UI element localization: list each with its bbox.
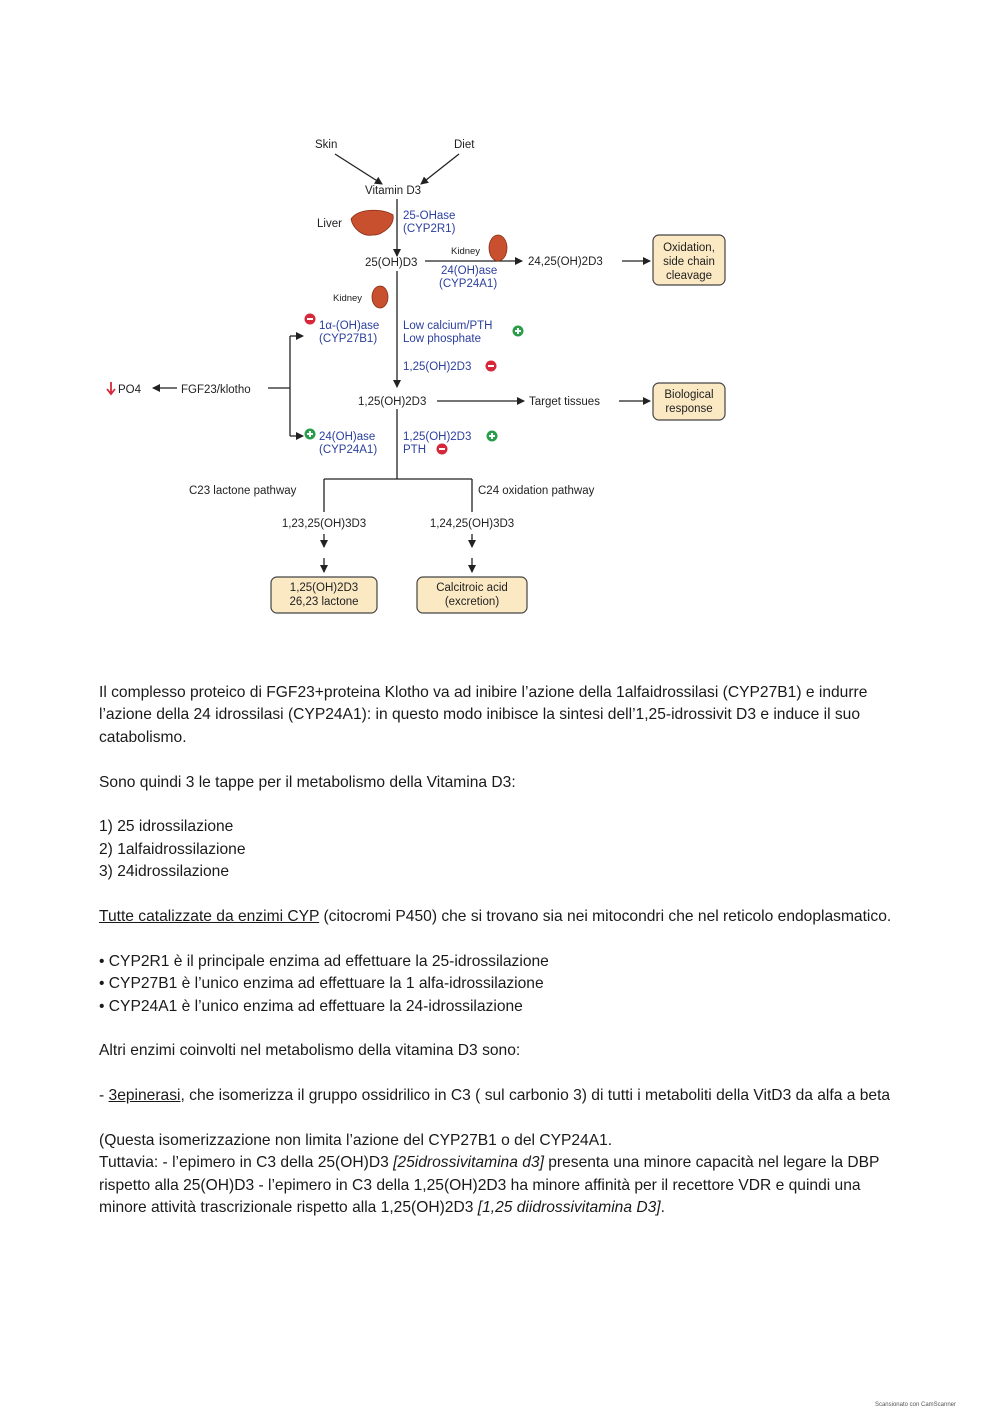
vitamin-d3-label: Vitamin D3	[365, 185, 421, 197]
calcitroic-line-1: Calcitroic acid	[436, 582, 508, 594]
paragraph-steps-intro: Sono quindi 3 le tappe per il metabolism…	[99, 773, 516, 791]
ohase25-label: 25-OHase	[403, 210, 455, 222]
bullet-item: • CYP2R1 è il principale enzima ad effet…	[99, 952, 549, 970]
c24-pathway-label: C24 oxidation pathway	[478, 485, 595, 497]
paragraph-epimer-details: Tuttavia: - l’epimero in C3 della 25(OH)…	[99, 1152, 899, 1219]
ohase1a-label: 1α-(OH)ase	[319, 320, 379, 332]
po4-label: PO4	[118, 384, 142, 396]
kidney-mid-label: Kidney	[333, 293, 362, 304]
fgf23-label: FGF23/klotho	[181, 384, 251, 396]
step-item: 2) 1alfaidrossilazione	[99, 840, 246, 858]
oxidation-line-3: cleavage	[666, 270, 712, 282]
d3-2425-label: 24,25(OH)2D3	[528, 256, 603, 268]
d3-12425-label: 1,24,25(OH)3D3	[430, 518, 514, 530]
cyp24a1-top-label: (CYP24A1)	[439, 278, 497, 290]
oxidation-box	[652, 234, 726, 286]
liver-label: Liver	[317, 218, 342, 230]
biological-response-box	[652, 382, 726, 421]
step-item: 3) 24idrossilazione	[99, 863, 230, 881]
epimer-end: .	[660, 1199, 665, 1217]
target-tissues-label: Target tissues	[529, 396, 600, 408]
lactone-box	[270, 576, 378, 614]
lactone-line-2: 26,23 lactone	[289, 596, 358, 608]
epimer-italic-1: [25idrossivitamina d3]	[393, 1154, 544, 1172]
kidney-top-label: Kidney	[451, 246, 480, 257]
cyp24a1-bottom-label: (CYP24A1)	[319, 444, 377, 456]
low-phosphate-label: Low phosphate	[403, 333, 481, 345]
kidney-top-icon	[488, 234, 508, 262]
down-arrow-icon	[106, 382, 116, 396]
paragraph-other-enzymes: Altri enzimi coinvolti nel metabolismo d…	[99, 1042, 521, 1060]
d3-125-neg-label: 1,25(OH)2D3	[403, 361, 471, 373]
oh-d3-25-label: 25(OH)D3	[365, 257, 417, 269]
low-calcium-label: Low calcium/PTH	[403, 320, 492, 332]
epimer-b: presenta una minore capacità nel legare …	[99, 1154, 880, 1217]
bullet-item: • CYP27B1 è l’unico enzima ad effettuare…	[99, 975, 544, 993]
oxidation-line-1: Oxidation,	[663, 242, 715, 254]
cyp-underlined: Tutte catalizzate da enzimi CYP	[99, 908, 320, 926]
cyp2r1-label: (CYP2R1)	[403, 223, 456, 235]
lactone-line-1: 1,25(OH)2D3	[290, 582, 358, 594]
calcitroic-line-2: (excretion)	[445, 596, 499, 608]
pth-label: PTH	[403, 444, 426, 456]
liver-icon	[350, 209, 394, 236]
cyp-rest: (citocromi P450) che si trovano sia nei …	[319, 908, 892, 926]
skin-arrow	[334, 153, 383, 185]
epimerase-rest: , che isomerizza il gruppo ossidrilico i…	[180, 1087, 891, 1105]
oxidation-line-2: side chain	[663, 256, 715, 268]
calcitroic-box	[416, 576, 528, 614]
epimer-italic-2: [1,25 diidrossivitamina D3]	[477, 1199, 661, 1217]
d3-125-label: 1,25(OH)2D3	[358, 396, 426, 408]
paragraph-fgf23: Il complesso proteico di FGF23+proteina …	[99, 684, 868, 746]
document-body: Il complesso proteico di FGF23+proteina …	[99, 682, 899, 1220]
paragraph-isomerization: (Questa isomerizzazione non limita l’azi…	[99, 1132, 613, 1150]
diet-arrow	[420, 153, 460, 185]
dash: -	[99, 1087, 109, 1105]
d3-125-pos-label: 1,25(OH)2D3	[403, 431, 471, 443]
ohase24-bottom-label: 24(OH)ase	[319, 431, 375, 443]
ohase24-top-label: 24(OH)ase	[441, 265, 497, 277]
diet-label: Diet	[454, 139, 475, 151]
bullet-item: • CYP24A1 è l’unico enzima ad effettuare…	[99, 997, 523, 1015]
epimer-a: Tuttavia: - l’epimero in C3 della 25(OH)…	[99, 1154, 394, 1172]
paragraph-cyp: Tutte catalizzate da enzimi CYP (citocro…	[99, 906, 899, 928]
bio-line-1: Biological	[664, 389, 713, 401]
paragraph-epimerase: - 3epinerasi, che isomerizza il gruppo o…	[99, 1085, 899, 1107]
kidney-mid-icon	[371, 285, 389, 309]
cyp27b1-label: (CYP27B1)	[319, 333, 377, 345]
step-item: 1) 25 idrossilazione	[99, 818, 234, 836]
vitamin-d-metabolism-diagram: Skin Diet Vitamin D3 Liver 25-OHase (CYP…	[97, 117, 747, 639]
epimerase-underlined: 3epinerasi	[108, 1087, 181, 1105]
d3-12325-label: 1,23,25(OH)3D3	[282, 518, 366, 530]
scanner-stamp: Scansionato con CamScanner	[874, 1402, 956, 1408]
bio-line-2: response	[665, 403, 712, 415]
skin-label: Skin	[315, 139, 337, 151]
c23-pathway-label: C23 lactone pathway	[189, 485, 297, 497]
